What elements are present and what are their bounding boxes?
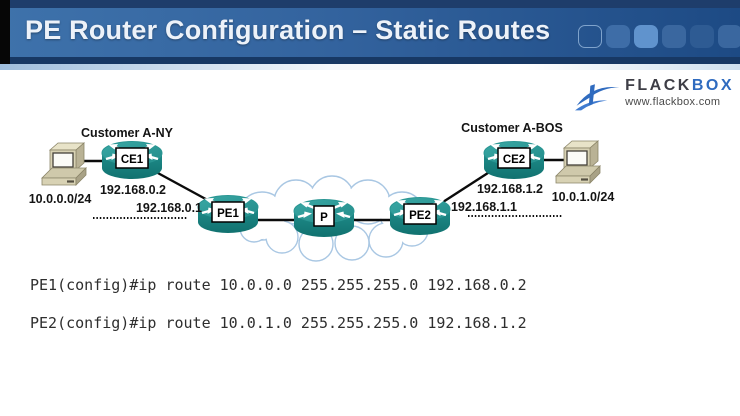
host-computer-left (40, 141, 88, 187)
router-ce1: CE1 (100, 140, 164, 181)
header-left-notch (0, 0, 10, 64)
logo-brand-accent: BOX (691, 77, 734, 94)
logo-text: FLACKBOX www.flackbox.com (625, 78, 734, 108)
router-pe1-label: PE1 (217, 208, 239, 220)
site-right-name: Customer A-BOS (461, 121, 563, 135)
flackbox-logo: FLACKBOX www.flackbox.com (575, 78, 734, 112)
logo-website: www.flackbox.com (625, 96, 721, 108)
deco-square (578, 25, 602, 48)
router-ce2: CE2 (482, 140, 546, 181)
router-pe2-label: PE2 (409, 210, 431, 222)
right-lan-subnet: 10.0.1.0/24 (552, 190, 615, 204)
router-ce2-label: CE2 (503, 154, 525, 166)
host-computer-right (554, 139, 602, 185)
router-ce1-label: CE1 (121, 154, 144, 166)
slide-title: PE Router Configuration – Static Routes (25, 15, 551, 45)
logo-brand-dark: FLACK (625, 77, 692, 94)
left-lan-subnet: 10.0.0.0/24 (29, 192, 92, 206)
deco-square (690, 25, 714, 48)
ce2-wan-ip: 192.168.1.2 (477, 182, 543, 196)
deco-square (634, 25, 658, 48)
header-deco-squares (578, 25, 740, 48)
link-pe2-ce2 (442, 169, 492, 204)
flackbox-swoosh-icon (575, 84, 620, 111)
router-p: P (292, 198, 356, 239)
header-fade-stripe (0, 64, 740, 70)
deco-square (718, 25, 740, 48)
link-ce1-pe1 (155, 170, 214, 205)
ce1-wan-ip: 192.168.0.2 (100, 183, 166, 197)
cli-command-pe1: PE1(config)#ip route 10.0.0.0 255.255.25… (30, 276, 527, 294)
pe1-wan-ip: 192.168.0.1 (136, 201, 202, 215)
deco-square (606, 25, 630, 48)
router-p-label: P (320, 212, 328, 224)
pe2-wan-ip: 192.168.1.1 (451, 200, 517, 214)
deco-square (662, 25, 686, 48)
site-left-name: Customer A-NY (81, 126, 174, 140)
logo-brand: FLACKBOX (625, 78, 734, 94)
header-banner: PE Router Configuration – Static Routes (0, 0, 740, 70)
cli-command-pe2: PE2(config)#ip route 10.0.1.0 255.255.25… (30, 314, 527, 332)
router-pe2: PE2 (388, 196, 452, 237)
header-bottom-stripe (0, 57, 740, 64)
header-top-stripe (0, 0, 740, 8)
router-pe1: PE1 (196, 194, 260, 235)
